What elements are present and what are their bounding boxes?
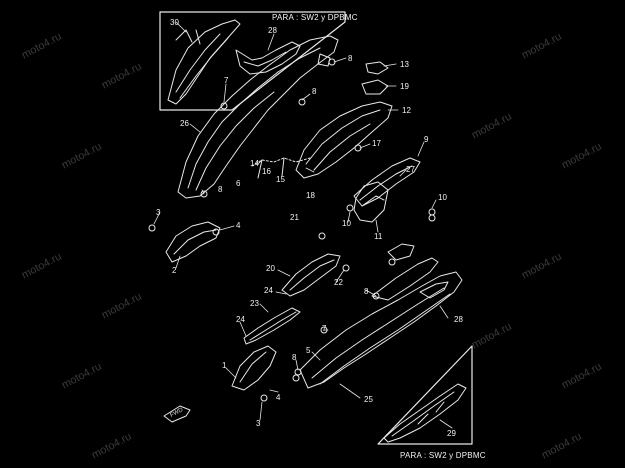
bracket-2 bbox=[148, 221, 221, 263]
callout-30: 30 bbox=[170, 18, 179, 27]
callout-19: 19 bbox=[400, 82, 409, 91]
bottom-inset-caption: PARA : SW2 y DPBMC bbox=[400, 451, 486, 460]
bracket-1 bbox=[231, 345, 300, 402]
callout-11: 11 bbox=[374, 232, 383, 241]
callout-18: 18 bbox=[306, 191, 315, 200]
callout-7: 7 bbox=[224, 76, 229, 85]
callout-23: 23 bbox=[250, 299, 259, 308]
callout-4: 4 bbox=[236, 221, 241, 230]
callout-9: 9 bbox=[424, 135, 429, 144]
bottom-inset bbox=[377, 345, 473, 445]
bracket-20 bbox=[281, 232, 350, 297]
rail-24 bbox=[243, 307, 301, 345]
callout-27: 27 bbox=[406, 165, 415, 174]
leader-lines bbox=[153, 21, 453, 429]
callout-8: 8 bbox=[292, 353, 297, 362]
bracket-11 bbox=[353, 181, 389, 223]
callout-24: 24 bbox=[236, 315, 245, 324]
callout-24: 24 bbox=[264, 286, 273, 295]
bracket-27 bbox=[353, 157, 421, 207]
callout-21: 21 bbox=[290, 213, 299, 222]
rear-cowl-left bbox=[177, 35, 339, 199]
callout-25: 25 bbox=[364, 395, 373, 404]
fwd-arrow-icon bbox=[163, 405, 191, 423]
callout-17: 17 bbox=[372, 139, 381, 148]
callout-8: 8 bbox=[218, 185, 223, 194]
callout-28: 28 bbox=[454, 315, 463, 324]
callout-10: 10 bbox=[438, 193, 447, 202]
callout-14: 14 bbox=[250, 159, 259, 168]
callout-28: 28 bbox=[268, 26, 277, 35]
top-inset bbox=[159, 11, 346, 111]
callout-10: 10 bbox=[342, 219, 351, 228]
callout-29: 29 bbox=[447, 429, 456, 438]
top-inset-caption: PARA : SW2 y DPBMC bbox=[272, 13, 358, 22]
callout-20: 20 bbox=[266, 264, 275, 273]
callout-5: 5 bbox=[306, 346, 311, 355]
callout-22: 22 bbox=[334, 278, 343, 287]
side-panel-upper bbox=[295, 61, 393, 179]
callout-16: 16 bbox=[262, 167, 271, 176]
callout-3: 3 bbox=[156, 208, 161, 217]
callout-3: 3 bbox=[256, 419, 261, 428]
callout-7: 7 bbox=[322, 324, 327, 333]
callout-6: 6 bbox=[236, 179, 241, 188]
callout-8: 8 bbox=[348, 54, 353, 63]
wire-harness bbox=[251, 157, 311, 179]
callout-8: 8 bbox=[312, 87, 317, 96]
callout-13: 13 bbox=[400, 60, 409, 69]
callout-15: 15 bbox=[276, 175, 285, 184]
callout-1: 1 bbox=[222, 361, 227, 370]
callout-4: 4 bbox=[276, 393, 281, 402]
callout-8: 8 bbox=[364, 287, 369, 296]
callout-12: 12 bbox=[402, 106, 411, 115]
callout-26: 26 bbox=[180, 119, 189, 128]
callout-2: 2 bbox=[172, 266, 177, 275]
